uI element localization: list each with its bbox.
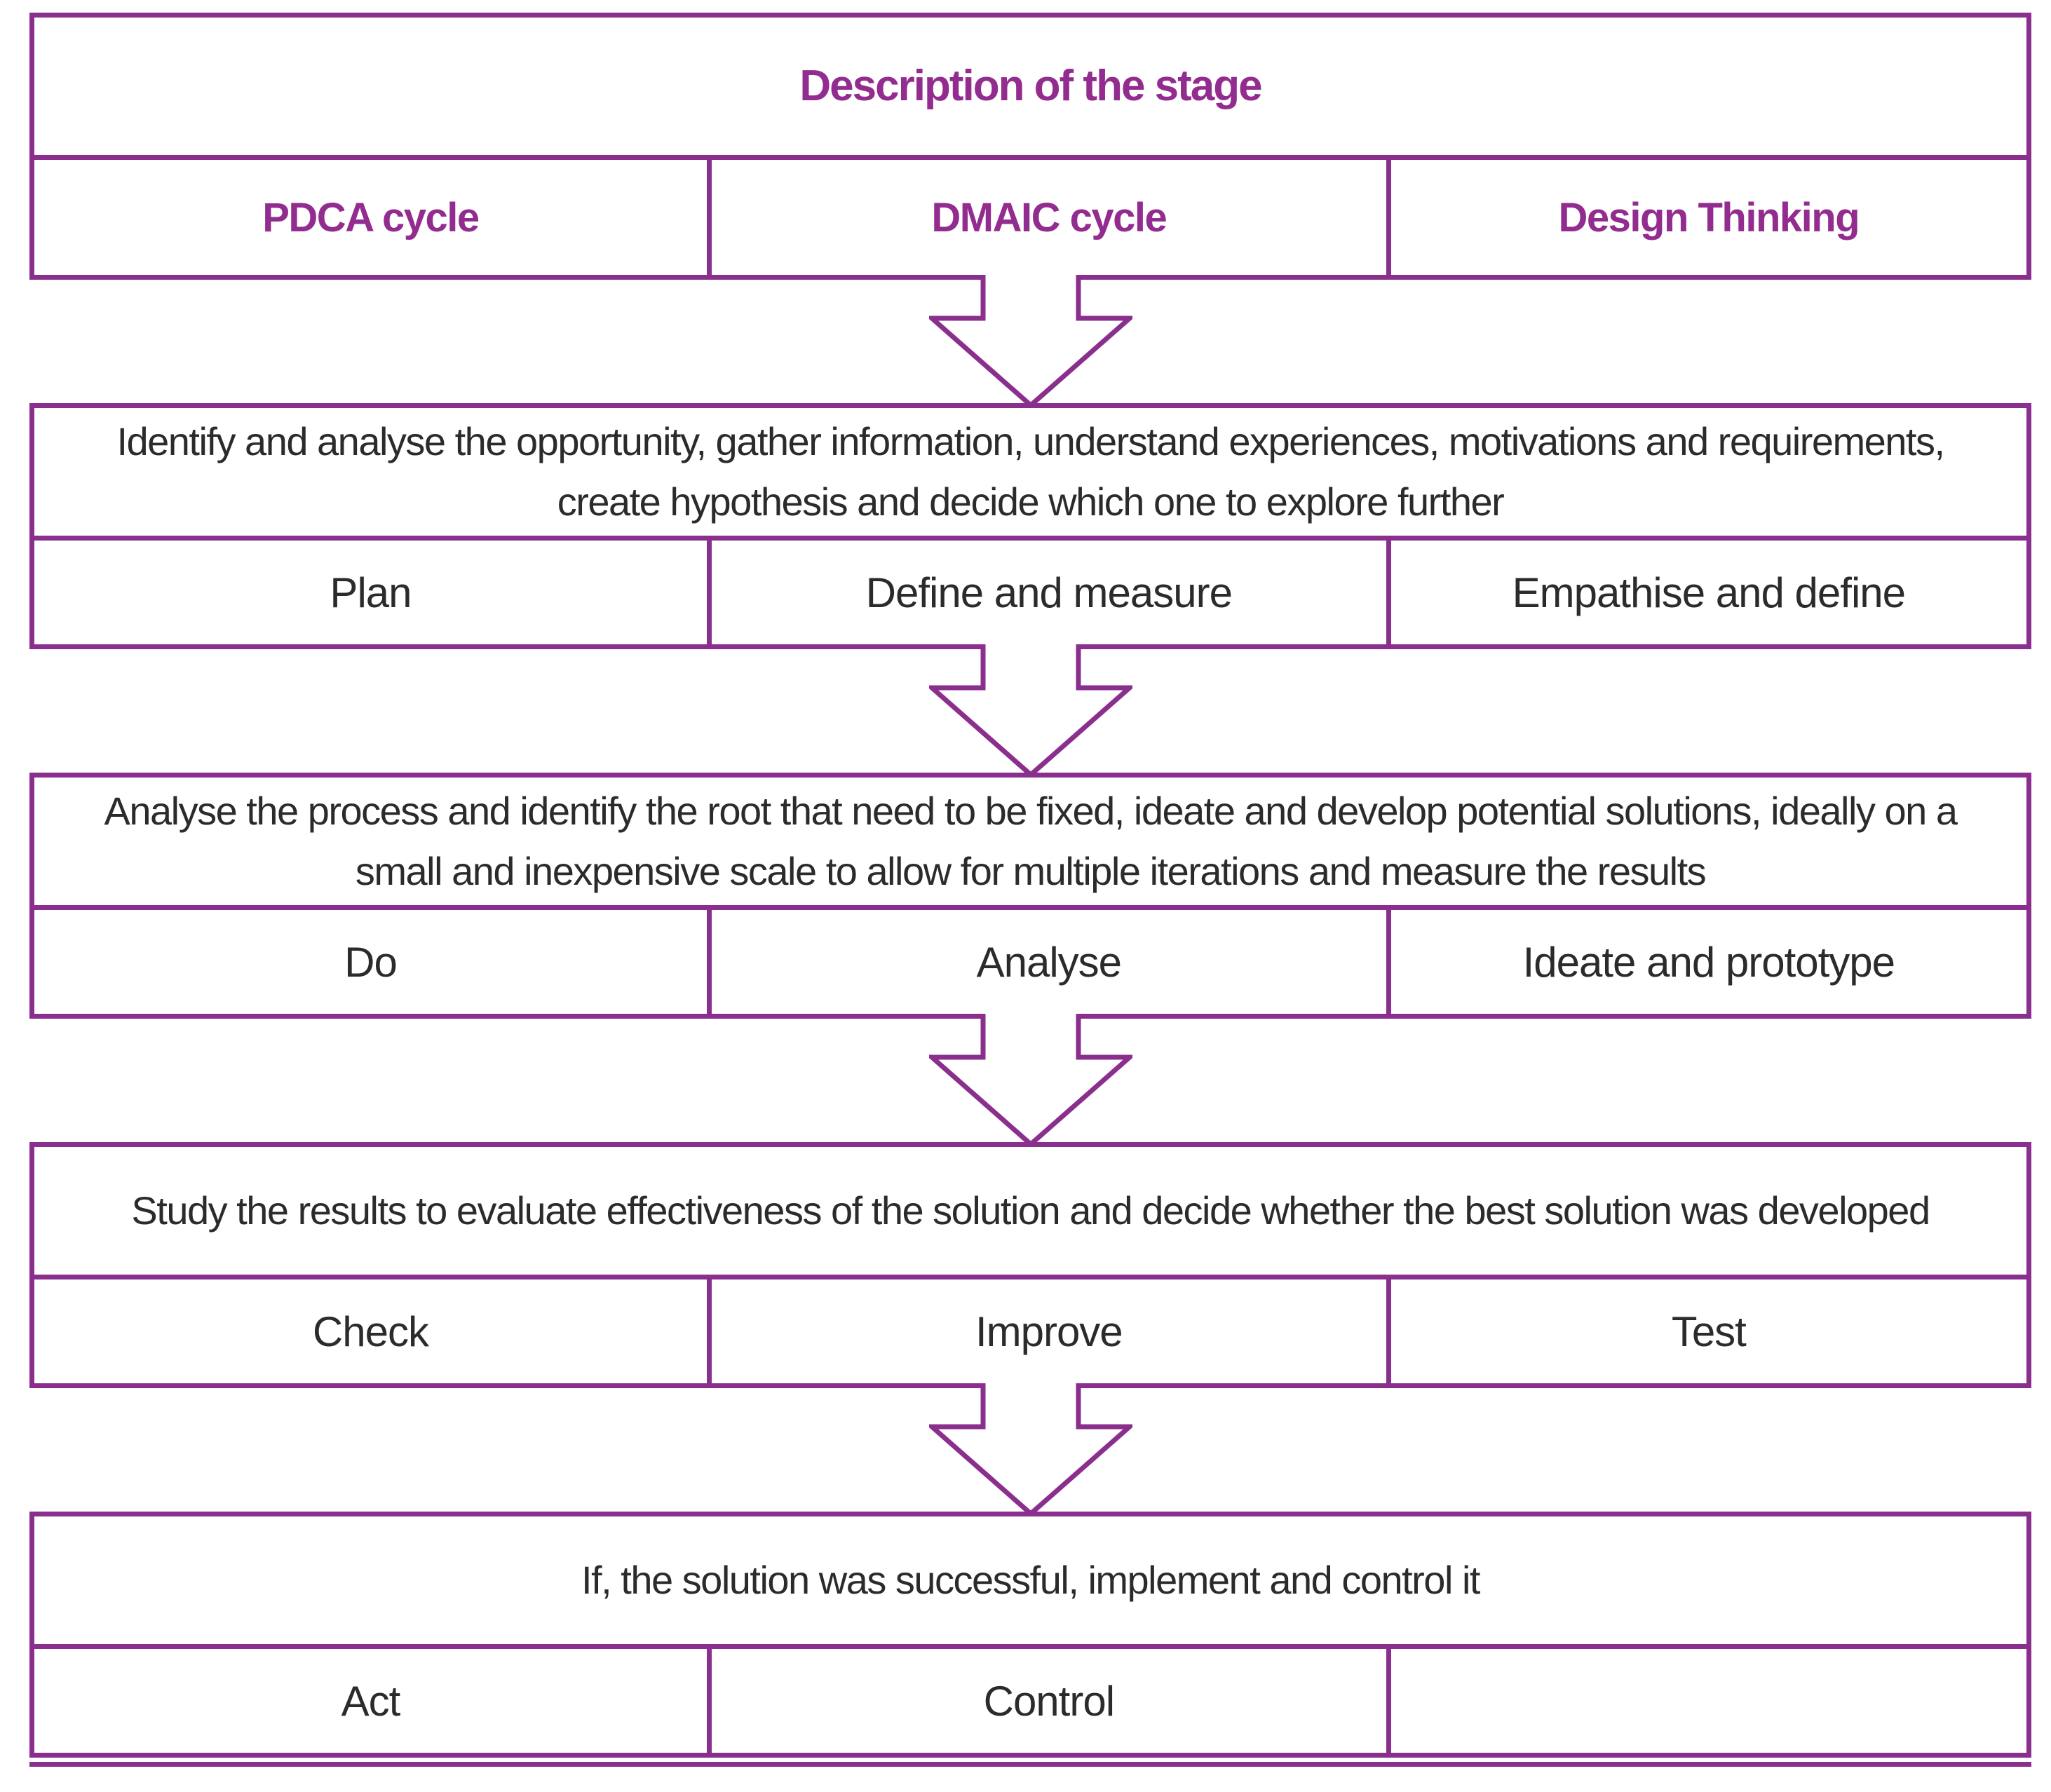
stage-description-row: Study the results to evaluate effectiven… — [34, 1147, 2026, 1279]
cell-design-thinking-empty — [1391, 1649, 2026, 1753]
stage-description: Identify and analyse the opportunity, ga… — [116, 419, 1945, 524]
arrow-gap — [29, 275, 2031, 408]
cell-design-thinking: Test — [1671, 1308, 1747, 1355]
cell-pdca: Act — [34, 1649, 712, 1753]
stage-labels-row: Plan Define and measure Empathise and de… — [34, 541, 2026, 644]
stage-description-row: Analyse the process and identify the roo… — [34, 778, 2026, 910]
cell-dmaic: Define and measure — [712, 541, 1391, 644]
stage-description: Study the results to evaluate effectiven… — [131, 1188, 1930, 1233]
down-arrow-icon — [928, 1383, 1132, 1516]
cell-dmaic: Control — [712, 1649, 1391, 1753]
stage-description-row: Identify and analyse the opportunity, ga… — [34, 408, 2026, 541]
column-header-dmaic: DMAIC cycle — [712, 160, 1391, 275]
cell-pdca: Plan — [34, 541, 712, 644]
stage-labels-row: Do Analyse Ideate and prototype — [34, 910, 2026, 1014]
stage-description: If, the solution was successful, impleme… — [581, 1558, 1480, 1602]
cell-dmaic: Improve — [712, 1279, 1391, 1383]
stage-table: If, the solution was successful, impleme… — [29, 1512, 2031, 1758]
cell-pdca: Check — [34, 1279, 712, 1383]
down-arrow-icon — [928, 1014, 1132, 1147]
column-header-pdca: PDCA cycle — [34, 160, 712, 275]
cell-design-thinking: Empathise and define — [1512, 569, 1906, 616]
stage-labels-row: Check Improve Test — [34, 1279, 2026, 1383]
stage-labels-row: Act Control — [34, 1649, 2026, 1753]
cell-pdca: Do — [34, 910, 712, 1014]
column-header-design-thinking: Design Thinking — [1558, 194, 1860, 240]
stage-description-row: If, the solution was successful, impleme… — [34, 1516, 2026, 1649]
cell-design-thinking: Ideate and prototype — [1522, 938, 1895, 986]
stage-table: Analyse the process and identify the roo… — [29, 773, 2031, 1019]
arrow-gap — [29, 1014, 2031, 1147]
arrow-gap — [29, 644, 2031, 778]
stage-description: Analyse the process and identify the roo… — [104, 789, 1958, 893]
arrow-gap — [29, 1383, 2031, 1516]
page-title: Description of the stage — [799, 62, 1262, 110]
header-title-row: Description of the stage — [34, 18, 2026, 160]
down-arrow-icon — [928, 644, 1132, 778]
header-columns-row: PDCA cycle DMAIC cycle Design Thinking — [34, 160, 2026, 275]
stage-table: Identify and analyse the opportunity, ga… — [29, 403, 2031, 649]
methodology-comparison-diagram: Description of the stage PDCA cycle DMAI… — [29, 0, 2031, 1767]
header-table: Description of the stage PDCA cycle DMAI… — [29, 13, 2031, 280]
down-arrow-icon — [928, 275, 1132, 408]
bottom-border-rule — [29, 1762, 2031, 1767]
stage-table: Study the results to evaluate effectiven… — [29, 1142, 2031, 1388]
cell-dmaic: Analyse — [712, 910, 1391, 1014]
